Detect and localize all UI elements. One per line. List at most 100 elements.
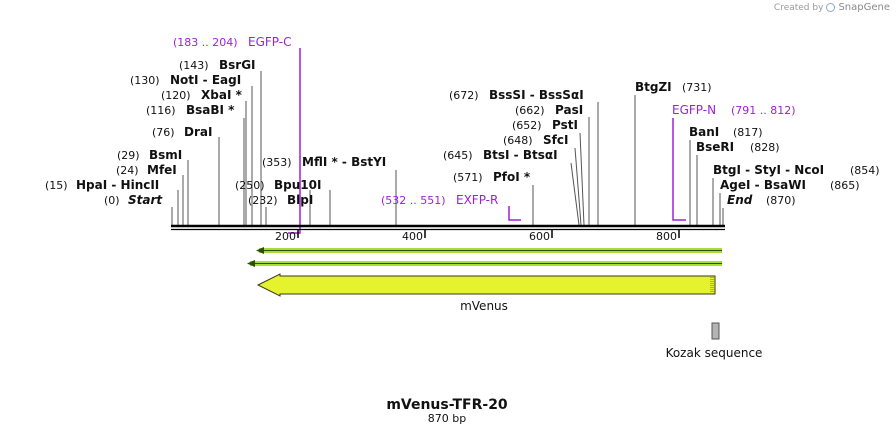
- snapgene-credit: Created by SnapGene: [774, 2, 890, 13]
- svg-text:(232): (232): [248, 194, 278, 207]
- svg-text:Start: Start: [128, 193, 163, 207]
- svg-text:(854): (854): [850, 164, 880, 177]
- svg-text:(116): (116): [146, 104, 176, 117]
- primer-label-egfp-c[interactable]: (183 .. 204) EGFP-C: [173, 35, 291, 49]
- svg-text:(662): (662): [515, 104, 545, 117]
- svg-text:(648): (648): [503, 134, 533, 147]
- site-label-agei[interactable]: AgeI - BsaWI (865): [720, 178, 860, 192]
- ruler-label-600: 600: [529, 230, 550, 243]
- site-label-end[interactable]: End (870): [727, 193, 796, 207]
- svg-text:DraI: DraI: [184, 125, 212, 139]
- svg-text:NotI - EagI: NotI - EagI: [170, 73, 241, 87]
- svg-text:(183 .. 204): (183 .. 204): [173, 36, 238, 49]
- svg-text:BsrGI: BsrGI: [219, 58, 256, 72]
- svg-text:BtgI - StyI - NcoI: BtgI - StyI - NcoI: [713, 163, 824, 177]
- svg-text:AgeI - BsaWI: AgeI - BsaWI: [720, 178, 806, 192]
- svg-text:BtgZI: BtgZI: [635, 80, 672, 94]
- svg-text:(571): (571): [453, 171, 483, 184]
- site-label-bseri[interactable]: BseRI (828): [696, 140, 780, 154]
- svg-text:(532 .. 551): (532 .. 551): [381, 194, 446, 207]
- site-line-btsi: [570, 162, 580, 226]
- svg-text:(870): (870): [766, 194, 796, 207]
- feature-label-kozak: Kozak sequence: [666, 346, 763, 360]
- svg-text:(353): (353): [262, 156, 292, 169]
- site-line-sfci: [574, 147, 582, 226]
- feature-kozak-box[interactable]: [711, 322, 720, 340]
- svg-text:EXFP-R: EXFP-R: [456, 193, 498, 207]
- svg-text:(828): (828): [750, 141, 780, 154]
- svg-text:Bpu10I: Bpu10I: [274, 178, 321, 192]
- svg-text:BanI: BanI: [689, 125, 719, 139]
- primer-label-exfp-r[interactable]: (532 .. 551) EXFP-R: [381, 193, 498, 207]
- svg-text:BtsI - BtsαI: BtsI - BtsαI: [483, 148, 558, 162]
- svg-text:(817): (817): [733, 126, 763, 139]
- site-label-bsrgi[interactable]: (143) BsrGI: [179, 58, 256, 72]
- site-label-drai[interactable]: (76) DraI: [152, 125, 212, 139]
- site-label-pfoi[interactable]: (571) PfoI *: [453, 170, 531, 184]
- svg-text:(0): (0): [104, 194, 120, 207]
- svg-text:(29): (29): [117, 149, 140, 162]
- orf-arrow-2[interactable]: [247, 260, 722, 267]
- svg-text:(731): (731): [682, 81, 712, 94]
- primer-label-egfp-n[interactable]: EGFP-N (791 .. 812): [672, 103, 796, 117]
- svg-text:(672): (672): [449, 89, 479, 102]
- svg-text:BseRI: BseRI: [696, 140, 734, 154]
- feature-mvenus-arrow[interactable]: [256, 273, 716, 297]
- orf-arrow-1[interactable]: [256, 247, 722, 254]
- svg-text:HpaI - HincII: HpaI - HincII: [76, 178, 159, 192]
- primer-mark-egfp-c[interactable]: [288, 48, 301, 234]
- snapgene-logo-icon: [826, 3, 836, 12]
- svg-text:PstI: PstI: [552, 118, 578, 132]
- svg-text:EGFP-C: EGFP-C: [248, 35, 291, 49]
- svg-text:(250): (250): [235, 179, 265, 192]
- svg-text:(130): (130): [130, 74, 160, 87]
- site-label-bpu10i[interactable]: (250) Bpu10I: [235, 178, 321, 192]
- svg-text:MflI * - BstYI: MflI * - BstYI: [302, 155, 386, 169]
- svg-text:MfeI: MfeI: [147, 163, 177, 177]
- site-label-bsabi[interactable]: (116) BsaBI *: [146, 103, 235, 117]
- site-label-sfci[interactable]: (648) SfcI: [503, 133, 568, 147]
- svg-text:End: End: [727, 193, 753, 207]
- svg-text:(652): (652): [512, 119, 542, 132]
- svg-text:(24): (24): [116, 164, 139, 177]
- site-label-psti[interactable]: (652) PstI: [512, 118, 578, 132]
- svg-text:(865): (865): [830, 179, 860, 192]
- credit-brand: SnapGene: [838, 2, 890, 13]
- primer-mark-exfp-r[interactable]: [508, 206, 521, 221]
- svg-text:XbaI *: XbaI *: [201, 88, 243, 102]
- site-label-bsssi[interactable]: (672) BssSI - BssSαI: [449, 88, 584, 102]
- svg-text:PfoI *: PfoI *: [493, 170, 531, 184]
- site-label-noti[interactable]: (130) NotI - EagI: [130, 73, 241, 87]
- svg-text:BlpI: BlpI: [287, 193, 313, 207]
- site-label-btsi[interactable]: (645) BtsI - BtsαI: [443, 148, 558, 162]
- site-label-pasi[interactable]: (662) PasI: [515, 103, 583, 117]
- svg-text:(791 .. 812): (791 .. 812): [731, 104, 796, 117]
- primer-mark-egfp-n[interactable]: [672, 118, 686, 221]
- svg-text:(15): (15): [45, 179, 68, 192]
- site-label-hpai[interactable]: (15) HpaI - HincII: [45, 178, 159, 192]
- site-label-btgi[interactable]: BtgI - StyI - NcoI (854): [713, 163, 880, 177]
- svg-text:BsmI: BsmI: [149, 148, 182, 162]
- site-label-mfli[interactable]: (353) MflI * - BstYI: [262, 155, 386, 169]
- ruler-label-200: 200: [275, 230, 296, 243]
- svg-text:(120): (120): [161, 89, 191, 102]
- site-label-mfei[interactable]: (24) MfeI: [116, 163, 177, 177]
- feature-label-mvenus: mVenus: [460, 299, 508, 313]
- svg-text:PasI: PasI: [555, 103, 583, 117]
- site-line-psti: [579, 132, 585, 226]
- svg-text:SfcI: SfcI: [543, 133, 568, 147]
- site-label-btgzi[interactable]: BtgZI (731): [635, 80, 712, 94]
- svg-text:(143): (143): [179, 59, 209, 72]
- site-label-bsmi[interactable]: (29) BsmI: [117, 148, 182, 162]
- sequence-title: mVenus-TFR-20: [386, 397, 508, 413]
- site-label-blpi[interactable]: (232) BlpI: [248, 193, 313, 207]
- svg-text:EGFP-N: EGFP-N: [672, 103, 716, 117]
- sequence-length: 870 bp: [428, 412, 466, 425]
- ruler-label-400: 400: [402, 230, 423, 243]
- site-label-xbai[interactable]: (120) XbaI *: [161, 88, 243, 102]
- site-label-bani[interactable]: BanI (817): [689, 125, 763, 139]
- svg-text:BsaBI *: BsaBI *: [186, 103, 235, 117]
- svg-text:BssSI - BssSαI: BssSI - BssSαI: [489, 88, 584, 102]
- site-label-start[interactable]: (0) Start: [104, 193, 163, 207]
